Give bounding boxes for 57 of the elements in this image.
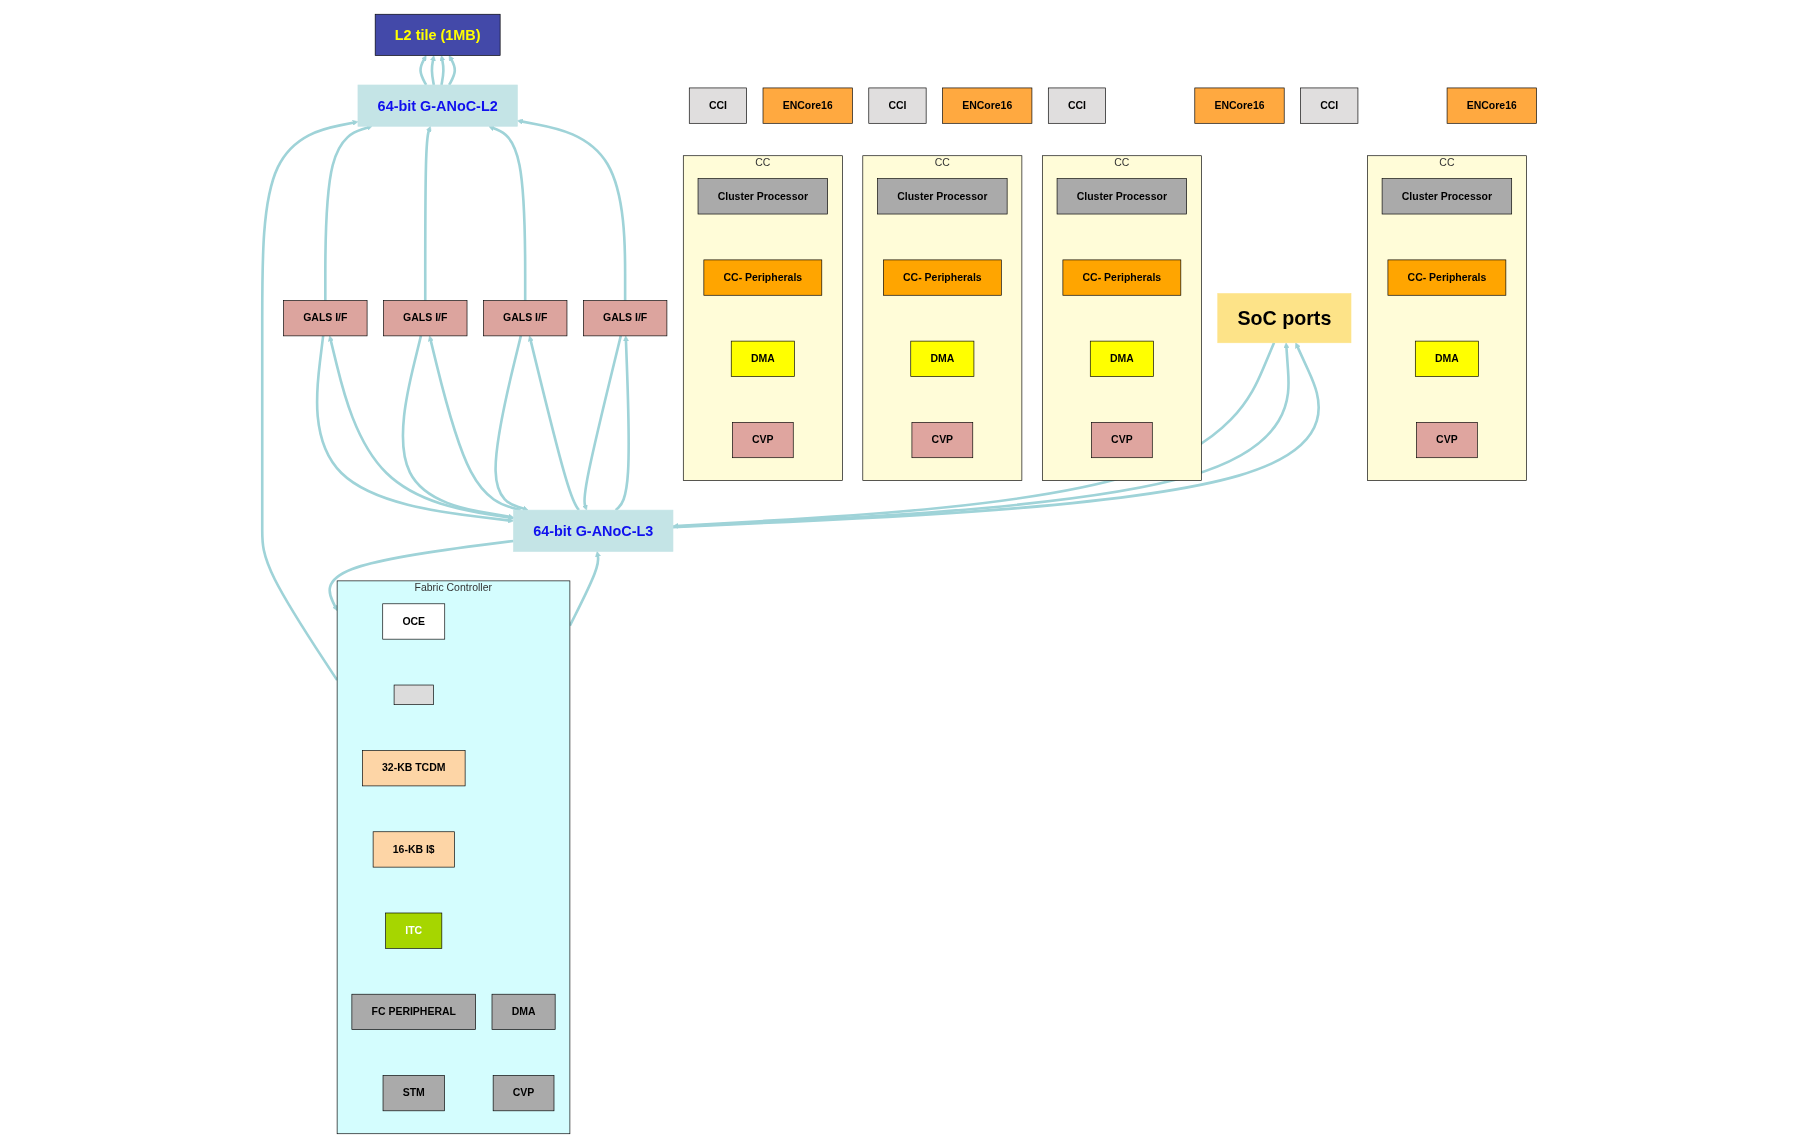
node-box: 16-KB I$: [372, 830, 455, 867]
node-box: DMA: [491, 993, 556, 1030]
node-box: CVP: [911, 421, 973, 458]
node-box: CC- Peripherals: [1387, 259, 1506, 296]
node-box: CC- Peripherals: [1062, 259, 1181, 296]
node-box: DMA: [910, 340, 974, 377]
node-box: ENCore16: [1446, 87, 1537, 124]
node-box: L2 tile (1MB): [374, 13, 501, 56]
node-box: Cluster Processor: [1381, 177, 1512, 214]
node-box: GALS I/F: [382, 299, 467, 336]
node-box: CVP: [492, 1074, 554, 1111]
node-box: Cluster Processor: [876, 177, 1008, 214]
node-box: 32-KB TCDM: [361, 749, 466, 786]
arrow: [429, 54, 436, 85]
node-box: GALS I/F: [482, 299, 567, 336]
arrow: [488, 125, 527, 300]
arrow: [527, 335, 580, 511]
node-box: [393, 684, 434, 705]
node-box: 64-bit G-ANoC-L3: [512, 509, 673, 552]
node-box: CC- Peripherals: [703, 259, 822, 296]
arrow: [423, 125, 432, 300]
node-box: ITC: [384, 912, 442, 949]
node-box: CCI: [688, 87, 747, 124]
arrow: [447, 54, 456, 86]
node-box: CC- Peripherals: [882, 259, 1002, 296]
node-box: FC PERIPHERAL: [351, 993, 476, 1030]
node-box: ENCore16: [1194, 87, 1285, 124]
node-box: DMA: [1414, 340, 1479, 377]
node-box: 64-bit G-ANoC-L2: [357, 84, 518, 127]
node-box: CVP: [1090, 421, 1153, 458]
node-box: GALS I/F: [282, 299, 368, 336]
node-box: Cluster Processor: [697, 177, 828, 214]
arrow: [328, 539, 514, 611]
node-box: Cluster Processor: [1056, 177, 1187, 214]
arrow: [516, 118, 627, 300]
node-box: DMA: [730, 340, 795, 377]
arrow: [260, 119, 358, 681]
node-box: CCI: [1047, 87, 1106, 124]
node-box: CCI: [1299, 87, 1358, 124]
arrow: [323, 124, 373, 300]
arrow: [439, 54, 445, 85]
arrow: [581, 335, 622, 510]
node-box: ENCore16: [941, 87, 1032, 124]
node-box: DMA: [1089, 340, 1154, 377]
arrow: [614, 335, 630, 511]
node-box: SoC ports: [1217, 292, 1351, 343]
node-box: STM: [382, 1074, 445, 1111]
node-box: ENCore16: [762, 87, 853, 124]
arrow: [493, 335, 529, 511]
node-box: OCE: [382, 602, 445, 639]
arrow: [401, 335, 514, 519]
node-box: CCI: [868, 87, 927, 124]
arrow: [568, 550, 601, 626]
arrow: [418, 54, 427, 86]
node-box: CVP: [731, 421, 794, 458]
node-box: GALS I/F: [582, 299, 667, 336]
node-box: CVP: [1415, 421, 1478, 458]
